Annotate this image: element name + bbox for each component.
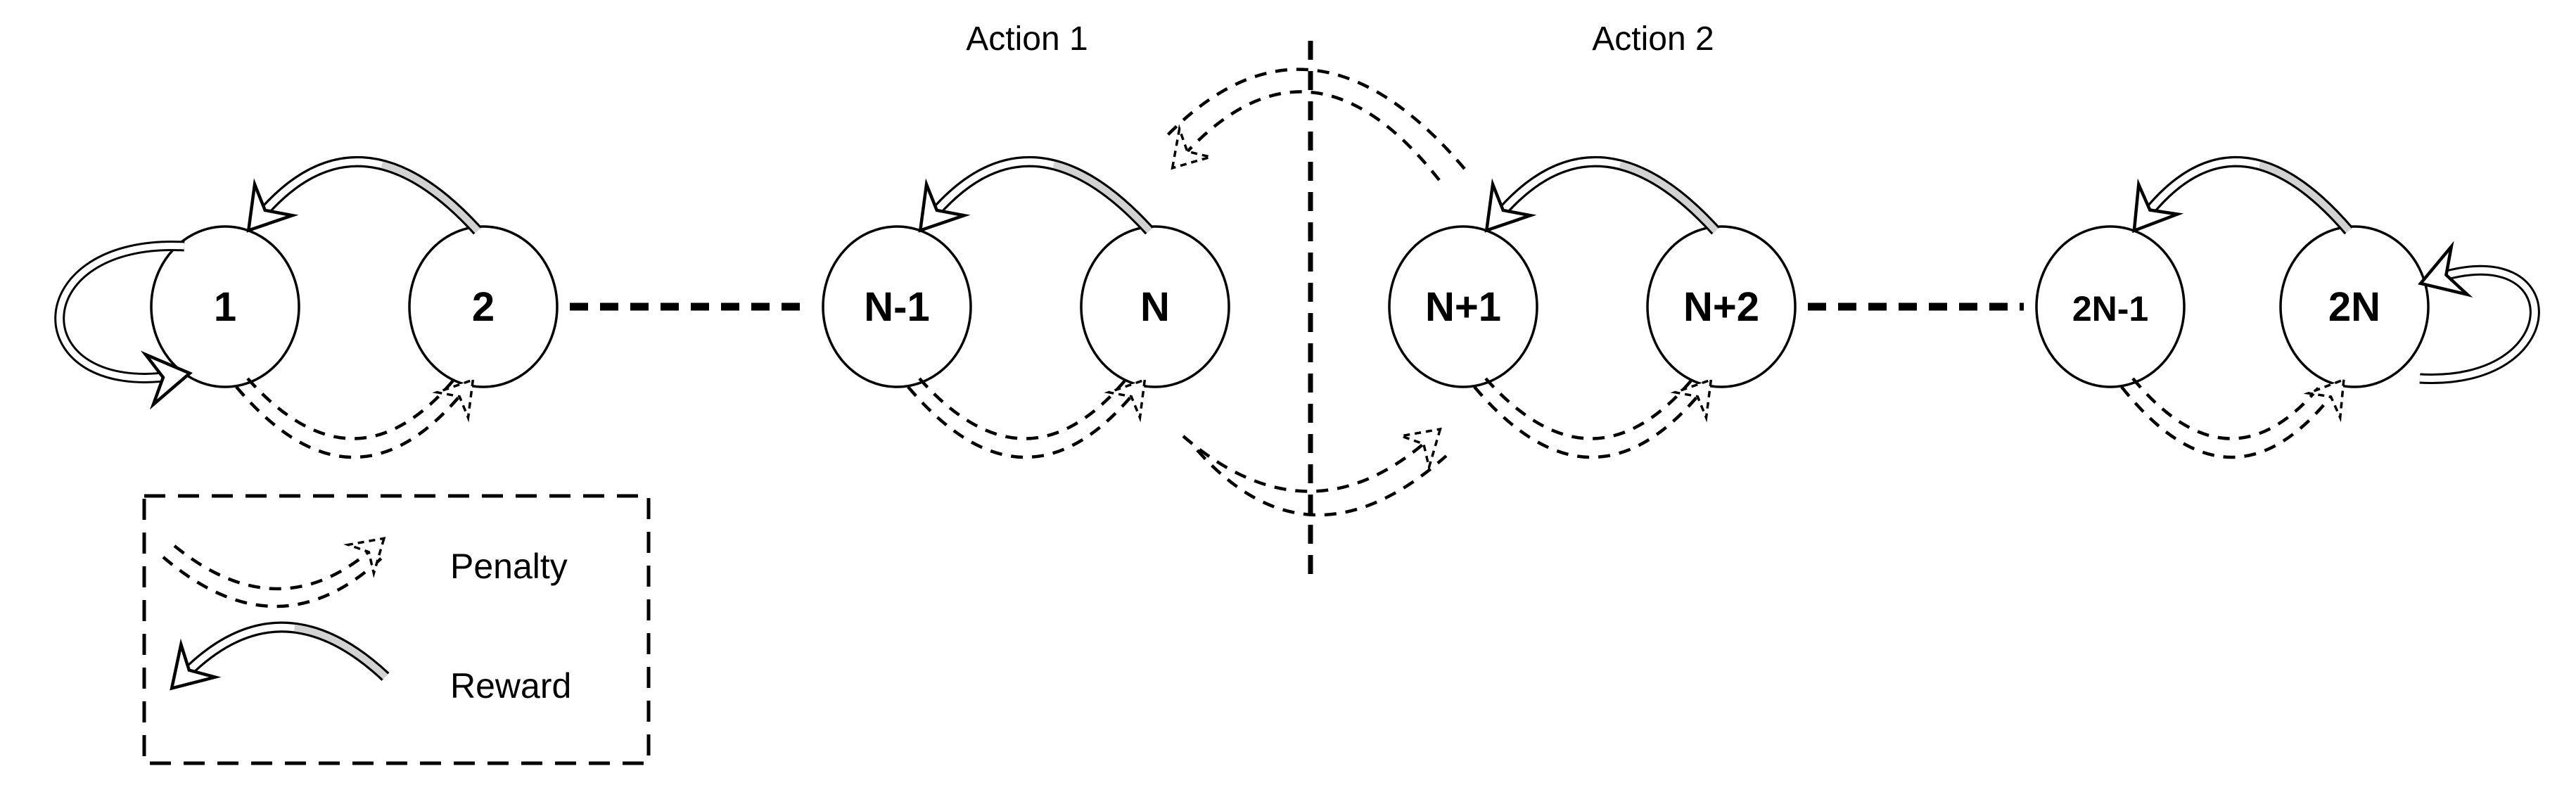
state-label-2N: 2N [2328, 284, 2380, 330]
penalty-arrowhead-3 [1670, 378, 1713, 423]
reward-arrowhead-1 [246, 178, 299, 233]
state-label-N+1: N+1 [1425, 284, 1501, 330]
state-node-N [1080, 225, 1230, 388]
reward-arrow-2-shade [926, 158, 1152, 234]
action-2-label: Action 2 [1592, 20, 1714, 58]
reward-arrowhead-3 [1484, 178, 1537, 233]
cross-arrowhead-bottom [1396, 427, 1442, 473]
state-node-2N-1 [2035, 225, 2186, 388]
legend-reward-arrow-shade [179, 623, 388, 681]
legend-box [142, 494, 651, 765]
legend-reward-arrowhead [170, 638, 222, 691]
cross-arrowhead-top [1171, 124, 1216, 170]
legend-reward-label: Reward [450, 666, 571, 706]
state-node-2N [2279, 225, 2430, 388]
penalty-arrow-3-outer [1473, 385, 1704, 459]
penalty-arrow-1-outer [235, 385, 466, 459]
state-node-N-1 [822, 225, 972, 388]
legend-penalty-arrow-outer [162, 553, 387, 608]
cross-arrow-bottom-outer [1196, 449, 1448, 517]
penalty-arrowhead-2 [1104, 378, 1147, 423]
state-label-2N-1: 2N-1 [2072, 289, 2148, 329]
cross-arrow-top-inner [1180, 90, 1441, 181]
state-label-N+2: N+2 [1683, 284, 1759, 330]
penalty-arrow-2-outer [907, 385, 1138, 459]
penalty-arrow-4-outer [2120, 385, 2338, 459]
state-label-1: 1 [214, 284, 236, 330]
penalty-arrow-4-inner [2131, 377, 2326, 440]
penalty-arrowhead-4 [2303, 378, 2345, 423]
action-1-label: Action 1 [966, 20, 1088, 58]
state-node-N+2 [1646, 225, 1797, 388]
self-loop-1-core [56, 243, 185, 381]
reward-arrow-1-shade [255, 158, 480, 234]
layer-static [142, 41, 2024, 765]
legend-penalty-label: Penalty [450, 547, 568, 586]
legend-penalty-arrowhead [343, 537, 386, 578]
state-node-2 [408, 225, 559, 388]
self-loop-2N-head [2418, 241, 2473, 298]
state-node-1 [150, 225, 300, 388]
state-label-N-1: N-1 [864, 284, 929, 330]
reward-arrow-4-shade [2140, 158, 2352, 234]
reward-arrowhead-4 [2132, 178, 2184, 234]
self-loop-1-head [140, 350, 193, 410]
reward-arrow-3-shade [1493, 158, 1719, 234]
reward-arrowhead-2 [918, 178, 971, 233]
state-node-N+1 [1388, 225, 1538, 388]
self-loop-2N-core [2419, 267, 2538, 382]
layer-labels: Action 1 Action 2 Penalty Reward [450, 20, 1714, 706]
legend-penalty-arrow-inner [173, 544, 377, 591]
state-label-2: 2 [472, 284, 495, 330]
penalty-arrowhead-1 [432, 378, 475, 423]
layer-arrows [54, 68, 2540, 691]
cross-arrow-bottom-inner [1182, 435, 1432, 493]
cross-arrow-top-outer [1162, 68, 1466, 170]
state-label-N: N [1140, 284, 1170, 330]
